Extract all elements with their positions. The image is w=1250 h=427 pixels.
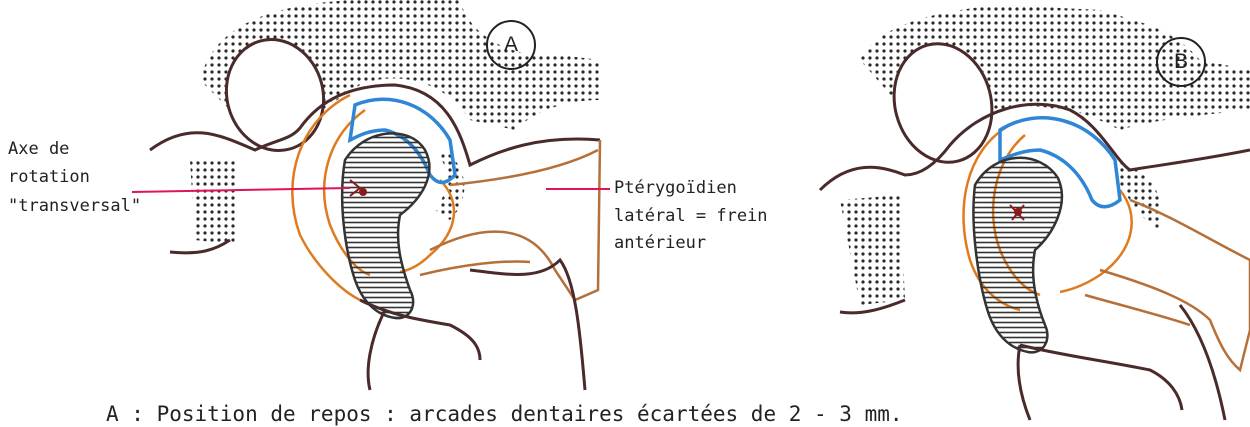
- axis-label-line2: rotation: [8, 164, 90, 191]
- panel-a-drawing: [150, 0, 600, 390]
- panel-b-label: B: [1156, 37, 1206, 87]
- panel-a-axis-dot: [359, 188, 367, 196]
- panel-b-mandible: [1018, 305, 1225, 420]
- axis-label-line1: Axe de: [8, 136, 69, 163]
- panel-a-stipple-left: [190, 160, 238, 245]
- panel-a-label: A: [486, 20, 536, 70]
- panel-b-muscle-lower: [1100, 260, 1250, 370]
- panel-b-muscle-bottom: [1085, 295, 1190, 325]
- axis-label-line3: "transversal": [8, 193, 141, 220]
- panel-b-stipple-left: [840, 195, 905, 305]
- muscle-label-line2: latéral = frein: [614, 203, 768, 230]
- panel-b-condyle: [973, 158, 1061, 353]
- muscle-label-line3: antérieur: [614, 230, 706, 257]
- axis-pointer-line: [132, 188, 350, 192]
- panel-b-stipple-right: [1115, 160, 1161, 230]
- panel-a-muscle-upper: [450, 150, 598, 185]
- figure-caption: A : Position de repos : arcades dentaire…: [106, 402, 903, 426]
- panel-a-condyle: [342, 133, 429, 318]
- muscle-label-line1: Ptérygoïdien: [614, 175, 737, 202]
